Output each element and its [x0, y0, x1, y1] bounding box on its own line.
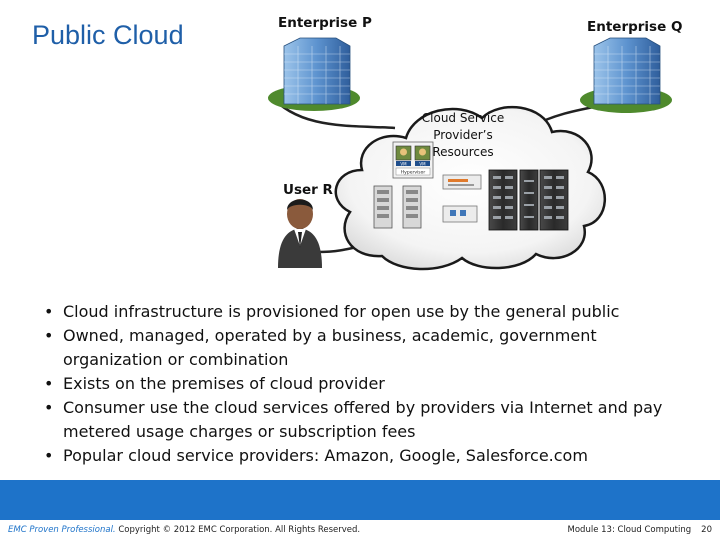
bullet-item: Popular cloud service providers: Amazon,… [44, 444, 694, 468]
cloud-label-line-3: Resources [432, 145, 494, 159]
footer-brand: EMC Proven Professional. [8, 525, 116, 535]
vm-label-1: VM [400, 161, 407, 166]
cloud-provider-label: Cloud Service Provider’s Resources [406, 110, 520, 161]
vm-hypervisor-icon: VM VM Hypervisor [392, 141, 434, 179]
user-r-person-icon [278, 199, 322, 268]
bullet-item: Exists on the premises of cloud provider [44, 372, 694, 396]
bullet-item: Consumer use the cloud services offered … [44, 396, 694, 444]
footer-module-info: Module 13: Cloud Computing 20 [568, 521, 712, 540]
user-r-label: User R [283, 182, 333, 198]
footer-copyright-text: Copyright © 2012 EMC Corporation. All Ri… [115, 525, 361, 535]
hypervisor-label: Hypervisor [401, 170, 426, 176]
footer-bar [0, 480, 720, 520]
cloud-label-line-1: Cloud Service [421, 111, 505, 125]
enterprise-q-label: Enterprise Q [587, 19, 683, 35]
footer: EMC Proven Professional. Copyright © 201… [0, 521, 720, 540]
slide-title: Public Cloud [32, 20, 184, 50]
cloud-label-line-2: Provider’s [433, 128, 493, 142]
bullet-list: Cloud infrastructure is provisioned for … [44, 300, 694, 468]
footer-copyright: EMC Proven Professional. Copyright © 201… [8, 521, 360, 540]
bullet-item: Cloud infrastructure is provisioned for … [44, 300, 694, 324]
switch-icon-2 [442, 205, 478, 223]
page-number: 20 [701, 525, 712, 535]
enterprise-q-building-icon [580, 37, 672, 113]
public-cloud-diagram: VM VM Hypervisor [268, 37, 672, 271]
bullet-item: Owned, managed, operated by a business, … [44, 324, 694, 372]
storage-array-racks [488, 169, 569, 231]
enterprise-p-label: Enterprise P [278, 15, 372, 31]
enterprise-p-building-icon [268, 37, 360, 111]
vm-label-2: VM [419, 161, 426, 166]
switch-icon [442, 174, 482, 190]
footer-module: Module 13: Cloud Computing [567, 525, 692, 535]
server-rack-left [373, 185, 422, 229]
